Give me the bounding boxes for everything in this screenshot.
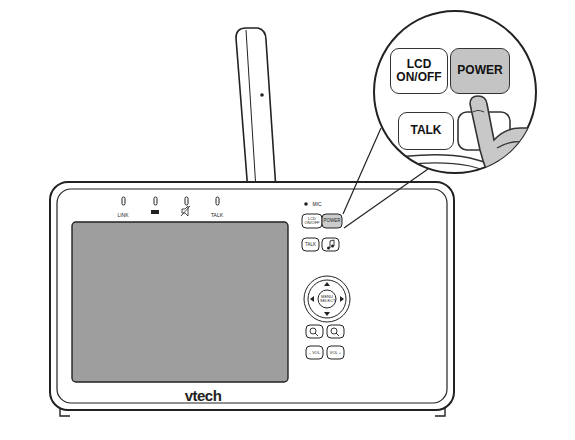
button-label: POWER	[457, 64, 502, 77]
lcd-button: LCD ON/OFF	[390, 48, 448, 94]
button-label: TALK	[410, 124, 441, 137]
button-label: LCD ON/OFF	[396, 58, 442, 84]
talk-button: TALK	[398, 112, 454, 150]
button-label: MENU SELECT	[320, 295, 334, 303]
led-label: LINK	[117, 213, 128, 218]
led-label: TALK	[211, 213, 223, 218]
button-label: LCD ON/OFF	[304, 217, 320, 225]
mic-label: MIC	[312, 202, 321, 207]
button-label: – VOL	[309, 351, 320, 355]
button-label: VOL +	[330, 351, 341, 355]
button-label: POWER	[323, 219, 340, 224]
button-label: TALK	[305, 242, 316, 247]
brand-logo: vtech	[185, 388, 222, 403]
power-button: POWER	[450, 48, 510, 94]
